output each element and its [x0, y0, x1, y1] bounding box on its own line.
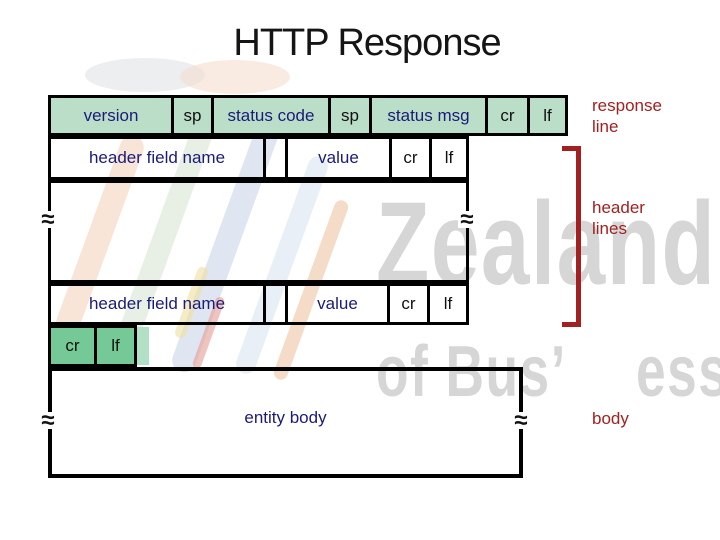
status-line-status-code-cell: status code: [211, 95, 331, 136]
header2-field-name-cell: header field name: [48, 283, 266, 325]
header1-field-name-cell: header field name: [48, 136, 266, 180]
continuation-tilde-left: ≈: [39, 208, 57, 232]
response-line-annotation: response line: [592, 95, 662, 137]
header2-cr-cell: cr: [387, 283, 430, 325]
header-lines-bracket-bottom: [562, 322, 581, 327]
header1-value-cell: value: [285, 136, 392, 180]
body-annotation: body: [592, 409, 629, 428]
end-of-headers-sliver: [137, 327, 149, 365]
header-lines-annotation: header lines: [592, 197, 645, 239]
watermark-blob-peach: [180, 60, 290, 94]
header1-lf-cell: lf: [429, 136, 469, 180]
watermark-text-ofbus: of Bus’: [376, 332, 567, 412]
entity-tilde-left: ≈: [39, 409, 57, 433]
end-of-headers-cr-cell: cr: [48, 325, 97, 367]
status-line-sp2-cell: sp: [328, 95, 372, 136]
header2-lf-cell: lf: [427, 283, 469, 325]
header1-cr-cell: cr: [389, 136, 432, 180]
entity-body-label: entity body: [244, 408, 327, 427]
continuation-tilde-right: ≈: [458, 208, 476, 232]
status-line-cr-cell: cr: [485, 95, 530, 136]
watermark-text-ess: ess: [636, 332, 720, 412]
end-of-headers-lf-cell: lf: [94, 325, 137, 367]
status-line-status-msg-cell: status msg: [369, 95, 488, 136]
header-lines-bracket-vertical: [576, 146, 581, 327]
entity-tilde-right: ≈: [512, 409, 530, 433]
header2-value-cell: value: [285, 283, 390, 325]
status-line-sp1-cell: sp: [171, 95, 214, 136]
status-line-version-cell: version: [48, 95, 174, 136]
header-lines-annotation-line1: header: [592, 198, 645, 217]
header-lines-annotation-line2: lines: [592, 219, 627, 238]
header-continuation-box: [48, 180, 469, 283]
slide-title: HTTP Response: [233, 22, 501, 64]
status-line-lf-cell: lf: [527, 95, 568, 136]
header-lines-bracket-top: [562, 146, 581, 151]
response-line-annotation-line1: response: [592, 96, 662, 115]
response-line-annotation-line2: line: [592, 117, 619, 136]
